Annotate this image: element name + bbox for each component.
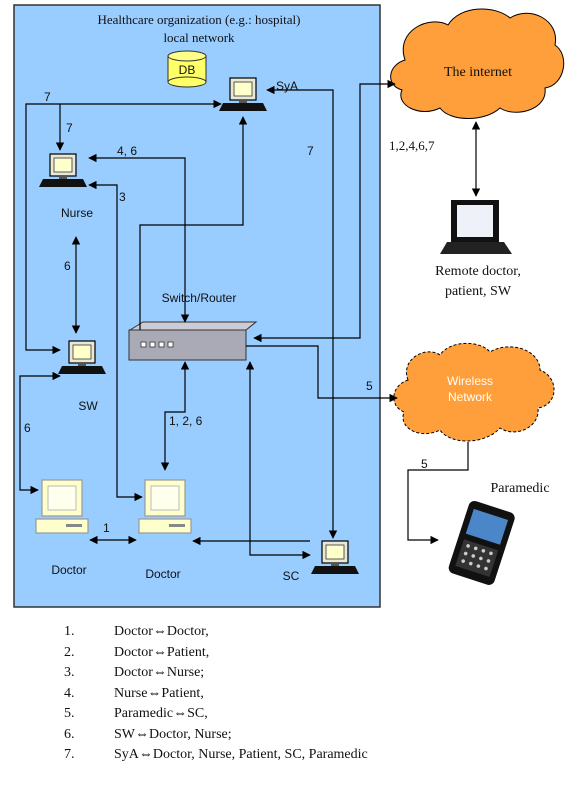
legend-text: Doctor⇔Nurse; [114, 665, 205, 680]
edge-label-internet-remote: 1,2,4,6,7 [389, 138, 435, 153]
local-network-box [13, 4, 381, 608]
edge-label-top-7: 7 [44, 90, 51, 104]
database-label: DB [179, 63, 196, 77]
legend-item: 3. Doctor⇔Nurse; [64, 663, 544, 684]
edge-label-nurse-sw-6: 6 [64, 259, 71, 273]
legend-number: 5. [64, 706, 75, 721]
legend-item: 6. SW⇔Doctor, Nurse; [64, 725, 544, 746]
legend-text: Doctor⇔Patient, [114, 644, 210, 660]
legend-text: Doctor⇔Doctor, [114, 624, 209, 639]
remote-label-line1: Remote doctor, [435, 264, 521, 279]
edge-label-switch-doctor: 1, 2, 6 [169, 414, 203, 428]
wireless-label-line2: Network [448, 390, 493, 404]
smartphone-icon [448, 500, 515, 585]
edge-label-nurse-3: 3 [119, 190, 126, 204]
sc-label: SC [283, 569, 300, 583]
edge-label-wireless-paramedic-5: 5 [421, 457, 428, 471]
legend-list: 1. Doctor⇔Doctor, 2. Doctor⇔Patient, 3. Doc… [64, 622, 544, 766]
legend-number: 4. [64, 685, 75, 701]
sw-label: SW [78, 399, 98, 413]
edge-label-nurse-7: 7 [66, 121, 73, 135]
legend-number: 3. [64, 665, 75, 680]
edge-label-doctor-doctor-1: 1 [103, 521, 110, 535]
network-diagram: Healthcare organization (e.g.: hospital)… [13, 4, 565, 608]
network-subtitle: local network [163, 30, 235, 45]
connectors [19, 79, 481, 560]
legend-text: SyA⇔Doctor, Nurse, Patient, SC, Paramedi… [114, 747, 368, 762]
legend-number: 2. [64, 644, 75, 660]
sya-label: SyA [276, 79, 298, 93]
legend-text: Paramedic⇔SC, [114, 706, 208, 721]
wireless-cloud [393, 342, 555, 442]
legend-item: 2. Doctor⇔Patient, [64, 643, 544, 664]
network-title: Healthcare organization (e.g.: hospital) [98, 12, 301, 27]
internet-cloud [390, 8, 565, 119]
legend-item: 1. Doctor⇔Doctor, [64, 622, 544, 643]
edge-label-switch-wireless-5: 5 [366, 379, 373, 393]
legend-text: SW⇔Doctor, Nurse; [114, 726, 232, 742]
legend-number: 1. [64, 624, 75, 639]
edge-label-right-7: 7 [307, 144, 314, 158]
paramedic-label: Paramedic [490, 481, 549, 496]
doctor-center-computer-icon [138, 479, 192, 534]
switch-label: Switch/Router [162, 291, 237, 305]
legend-number: 6. [64, 726, 75, 742]
edge-label-sw-doctor-6: 6 [24, 421, 31, 435]
switch-router-icon [128, 321, 258, 361]
database-icon [167, 50, 207, 88]
legend-item: 4. Nurse⇔Patient, [64, 684, 544, 705]
nurse-label: Nurse [61, 206, 93, 220]
laptop-icon [440, 200, 512, 254]
doctor-left-label: Doctor [51, 563, 86, 577]
internet-label: The internet [444, 65, 512, 80]
legend-text: Nurse⇔Patient, [114, 685, 204, 701]
doctor-left-computer-icon [35, 479, 89, 534]
legend-number: 7. [64, 747, 75, 762]
legend-item: 5. Paramedic⇔SC, [64, 704, 544, 725]
edge-label-nurse-4-6: 4, 6 [117, 144, 137, 158]
wireless-label-line1: Wireless [447, 374, 493, 388]
doctor-center-label: Doctor [145, 567, 180, 581]
remote-label-line2: patient, SW [445, 284, 512, 299]
legend-item: 7. SyA⇔Doctor, Nurse, Patient, SC, Parame… [64, 745, 544, 766]
